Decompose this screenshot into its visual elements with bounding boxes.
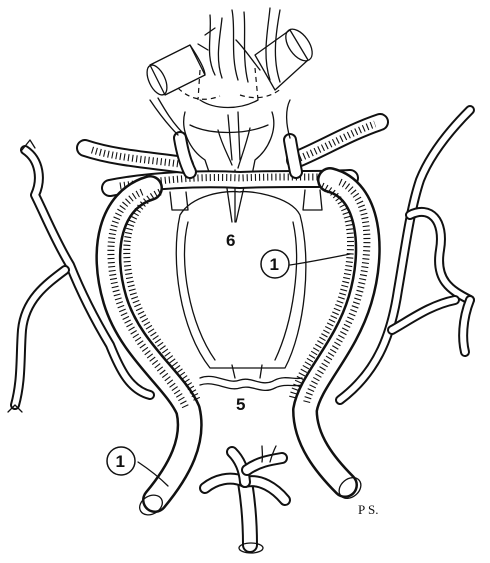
artist-signature: P S. (358, 502, 378, 517)
upper-left-branch (85, 98, 190, 172)
label-6-text: 6 (226, 231, 235, 250)
bottom-vessel-tree (205, 446, 285, 553)
label-1-lower-text: 1 (116, 452, 125, 471)
label-1-upper-pointer (290, 254, 350, 265)
label-1-upper-text: 1 (270, 255, 279, 274)
upper-right-branch (287, 100, 380, 172)
label-5-text: 5 (236, 395, 245, 414)
top-cut-vessels (143, 8, 318, 100)
